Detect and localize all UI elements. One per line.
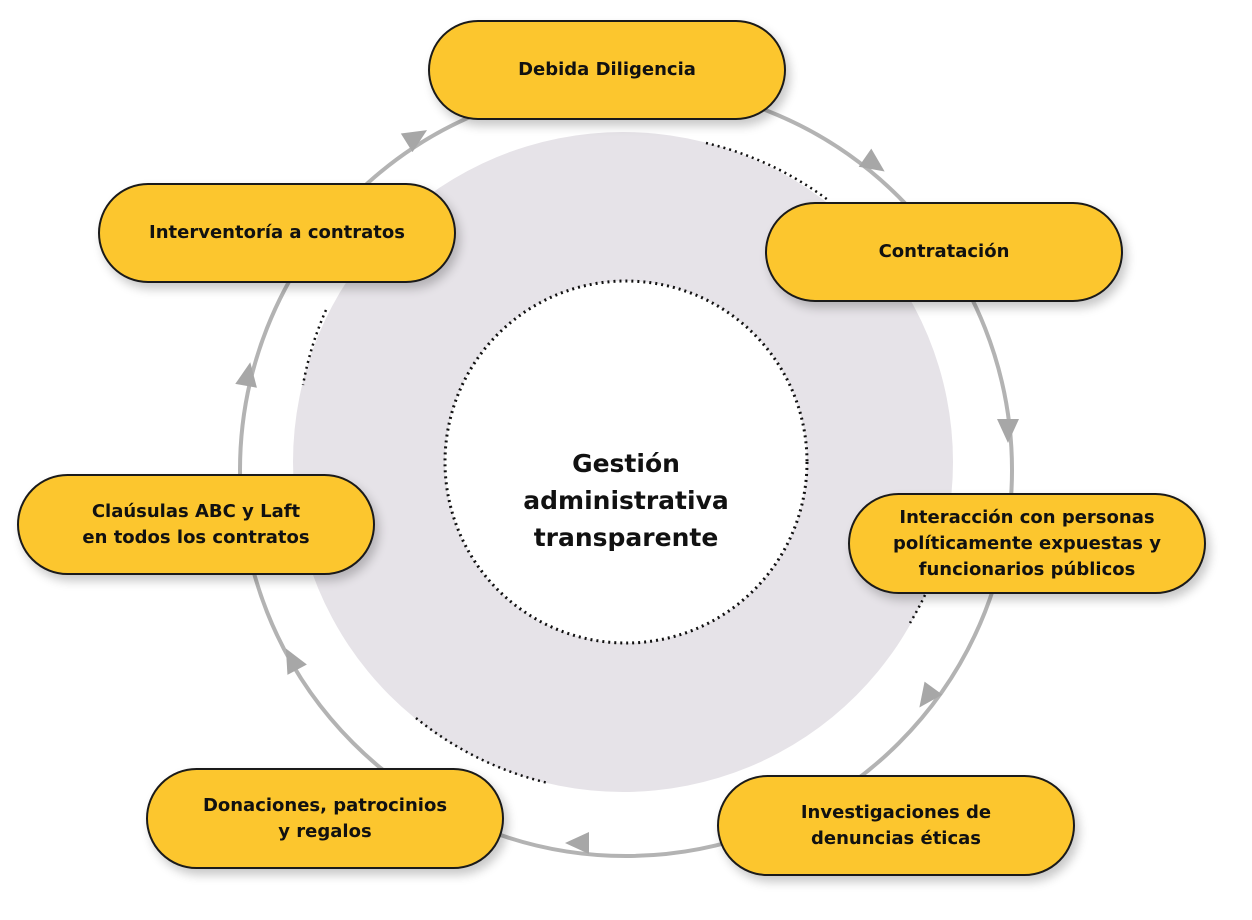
arrow-head-lower-left: [285, 648, 307, 675]
center-circle: [443, 279, 809, 645]
arrow-head-top-left: [400, 130, 428, 153]
node-interaccion-pep: Interacción con personas políticamente e…: [848, 493, 1206, 594]
arrow-head-top-right: [858, 148, 885, 172]
arrow-head-right: [997, 419, 1019, 443]
center-title-text: Gestión administrativa transparente: [523, 448, 729, 552]
dotted-arc-bottom: [415, 717, 549, 785]
node-clausulas-label: Claúsulas ABC y Laft en todos los contra…: [82, 500, 310, 548]
node-donaciones: Donaciones, patrocinios y regalos: [146, 768, 504, 869]
dotted-arc-top: [705, 141, 829, 202]
node-debida-diligencia: Debida Diligencia: [428, 20, 786, 120]
node-donaciones-label: Donaciones, patrocinios y regalos: [202, 794, 448, 842]
arrow-heads: [235, 130, 1019, 854]
arrow-head-left: [235, 362, 257, 388]
node-contratacion-label: Contratación: [878, 241, 1010, 262]
node-contratacion: Contratación: [765, 202, 1123, 302]
arrow-head-lower-right: [919, 681, 943, 708]
arrow-head-bottom: [565, 832, 589, 854]
node-interventoria-label: Interventoría a contratos: [149, 222, 405, 243]
node-investigaciones: Investigaciones de denuncias éticas: [717, 775, 1075, 876]
node-debida-diligencia-label: Debida Diligencia: [518, 59, 696, 80]
node-interventoria: Interventoría a contratos: [98, 183, 456, 283]
node-interaccion-pep-label: Interacción con personas políticamente e…: [893, 506, 1161, 580]
node-investigaciones-label: Investigaciones de denuncias éticas: [800, 801, 992, 849]
dotted-arc-right: [908, 594, 927, 624]
center-title: Gestión administrativa transparente: [448, 380, 804, 620]
node-clausulas: Claúsulas ABC y Laft en todos los contra…: [17, 474, 375, 575]
